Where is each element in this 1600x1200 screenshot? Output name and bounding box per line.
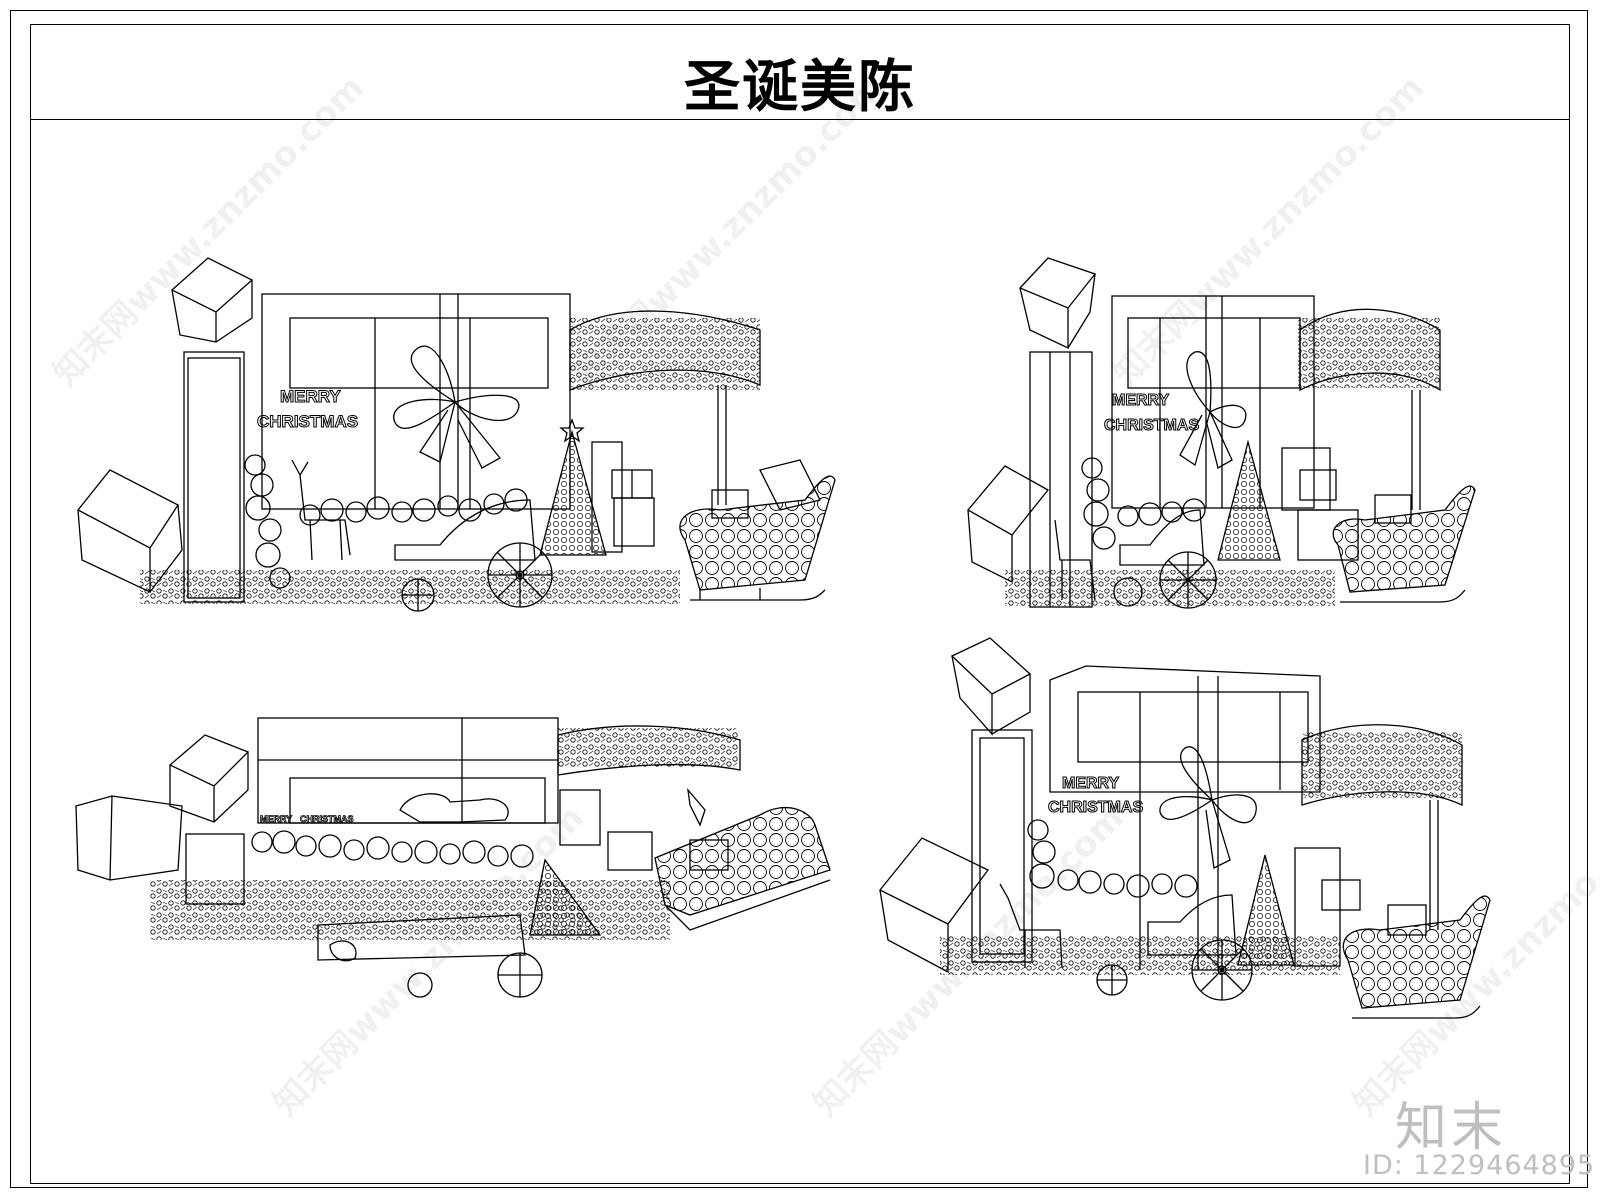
title-band: 圣诞美陈 bbox=[30, 24, 1570, 120]
floor-greenery bbox=[150, 880, 670, 940]
gift-box-backdrop bbox=[257, 717, 559, 824]
balloon-garland bbox=[1081, 457, 1206, 550]
balloon-garland bbox=[251, 830, 534, 868]
present-box bbox=[711, 489, 749, 519]
ribbon-bow bbox=[399, 793, 509, 823]
floating-gift-cube bbox=[1018, 257, 1097, 350]
reindeer bbox=[329, 940, 357, 962]
id-watermark: ID: 1229464895 bbox=[1363, 1150, 1596, 1181]
gift-box-backdrop bbox=[1111, 295, 1315, 509]
inner-border bbox=[30, 24, 1570, 1184]
gift-box-backdrop bbox=[261, 293, 571, 510]
floral-garland bbox=[558, 728, 738, 768]
sheet-title: 圣诞美陈 bbox=[684, 55, 916, 120]
tall-pillar bbox=[183, 351, 245, 603]
ribbon-bow bbox=[393, 345, 520, 469]
sign-christmas: CHRISTMAS bbox=[257, 412, 358, 431]
floral-garland bbox=[1298, 318, 1440, 388]
elevation-view-1: MERRY CHRISTMAS bbox=[77, 257, 836, 612]
floral-garland bbox=[1302, 732, 1462, 798]
present-box bbox=[607, 831, 653, 871]
ribbon-bow bbox=[1179, 351, 1247, 469]
reindeer bbox=[291, 459, 351, 561]
present-box bbox=[1387, 904, 1427, 936]
sign-christmas: CHRISTMAS bbox=[1104, 417, 1199, 434]
sleigh bbox=[1342, 895, 1491, 1019]
tilted-gift-box bbox=[966, 465, 1049, 584]
sleigh bbox=[1332, 485, 1476, 603]
sign-christmas: CHRISTMAS bbox=[300, 814, 354, 824]
sign-merry: MERRY bbox=[280, 387, 341, 406]
floral-garland bbox=[570, 318, 760, 390]
sign-christmas: CHRISTMAS bbox=[1048, 799, 1143, 816]
floor-greenery bbox=[940, 935, 1340, 975]
outer-border bbox=[10, 10, 1588, 1188]
balloon-garland bbox=[1027, 819, 1198, 898]
sign-merry: MERRY bbox=[260, 814, 292, 824]
ribbon-bow bbox=[1159, 746, 1257, 869]
floating-gift-cube bbox=[170, 257, 254, 343]
elevation-view-2: MERRY CHRISTMAS bbox=[966, 257, 1476, 609]
balloon-garland bbox=[244, 454, 528, 589]
present-box bbox=[1299, 469, 1337, 501]
sign-merry: MERRY bbox=[1062, 775, 1120, 792]
present-box bbox=[1374, 494, 1412, 524]
present-box bbox=[1321, 879, 1361, 911]
tilted-gift-box bbox=[75, 795, 183, 881]
christmas-tree bbox=[539, 429, 607, 556]
floating-gift-cube bbox=[168, 734, 250, 823]
sleigh bbox=[654, 806, 831, 931]
present-box bbox=[689, 839, 729, 871]
floor-greenery bbox=[140, 570, 680, 604]
elevation-view-4: MERRY CHRISTMAS bbox=[878, 637, 1491, 1019]
sign-merry: MERRY bbox=[1112, 392, 1170, 409]
elevation-view-3: MERRY CHRISTMAS bbox=[75, 717, 831, 998]
brand-watermark: 知末 bbox=[1395, 1098, 1508, 1158]
sleigh bbox=[679, 459, 836, 601]
floor-greenery bbox=[1005, 570, 1335, 606]
tall-pillar bbox=[971, 729, 1033, 963]
christmas-tree bbox=[1217, 439, 1281, 561]
floating-gift-cube bbox=[950, 637, 1032, 736]
tall-pillar bbox=[1029, 351, 1093, 608]
